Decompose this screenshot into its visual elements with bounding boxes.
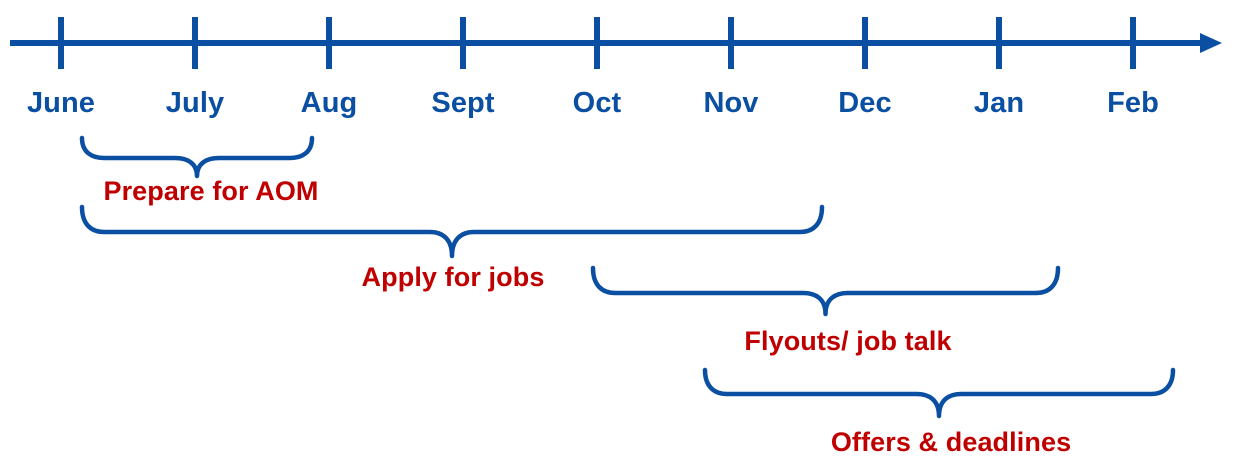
month-label-june: June bbox=[26, 87, 96, 119]
month-label-aug: Aug bbox=[300, 87, 358, 119]
brace-apply-for-jobs bbox=[79, 204, 825, 259]
month-label-sept: Sept bbox=[431, 87, 495, 119]
month-label-dec: Dec bbox=[838, 87, 892, 119]
phase-label-flyouts-job-talk: Flyouts/ job talk bbox=[744, 326, 952, 356]
month-label-jan: Jan bbox=[973, 87, 1025, 119]
brace-prepare-for-aom bbox=[79, 135, 315, 179]
timeline-axis bbox=[10, 17, 1222, 69]
month-label-nov: Nov bbox=[703, 87, 759, 119]
phase-label-apply-for-jobs: Apply for jobs bbox=[361, 262, 545, 292]
month-label-feb: Feb bbox=[1107, 87, 1159, 119]
phase-label-offers-deadlines: Offers & deadlines bbox=[830, 427, 1072, 457]
brace-flyouts-job-talk bbox=[590, 265, 1061, 317]
brace-group bbox=[79, 135, 1176, 419]
brace-offers-deadlines bbox=[702, 367, 1176, 419]
axis-arrowhead-icon bbox=[1200, 33, 1222, 53]
month-label-july: July bbox=[165, 87, 225, 119]
phase-label-prepare-for-aom: Prepare for AOM bbox=[103, 176, 319, 206]
month-label-oct: Oct bbox=[572, 87, 622, 119]
